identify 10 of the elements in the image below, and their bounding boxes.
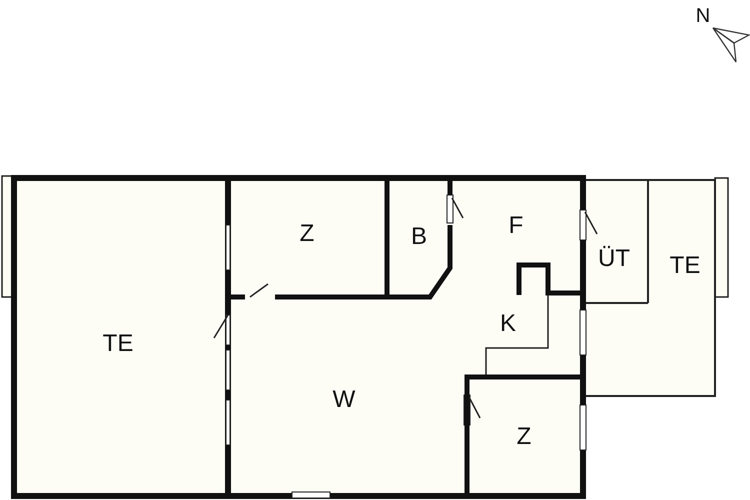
room-label: K — [500, 312, 516, 336]
room-label: Z — [300, 222, 314, 246]
room-label: W — [332, 388, 356, 412]
room-label: B — [411, 225, 427, 249]
room-label: Z — [516, 425, 532, 449]
room-label: F — [508, 214, 524, 238]
room-label: ÜT — [598, 247, 630, 271]
north-label: N — [696, 6, 710, 26]
room-label: TE — [670, 254, 700, 278]
room-label: TE — [102, 332, 134, 356]
